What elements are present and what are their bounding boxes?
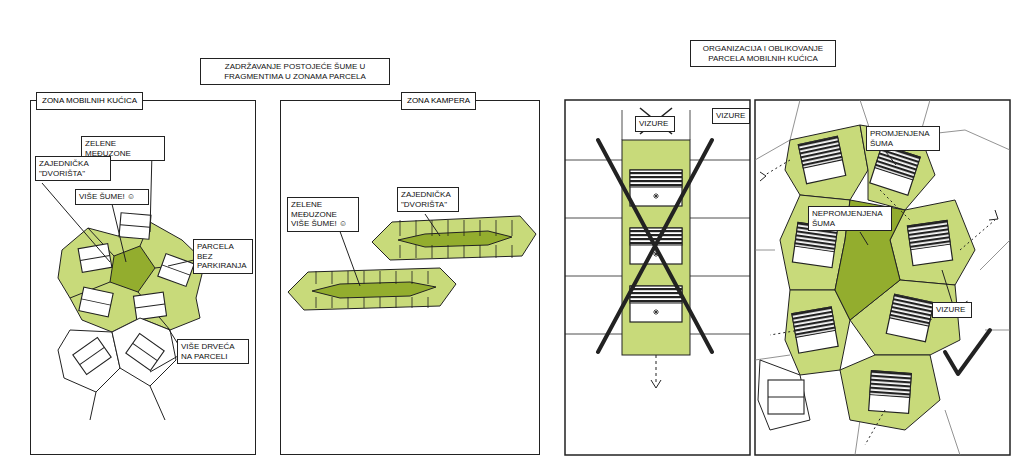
callout-box: ZAJEDNIČKA "DVORIŠTA": [397, 187, 459, 212]
parcel-dividers: [316, 220, 512, 308]
leader-line: [42, 152, 194, 372]
callout-text: ZAJEDNIČKA "DVORIŠTA": [39, 159, 107, 178]
callout-box: VIZURE: [635, 116, 675, 132]
zone-tab: ZONA MOBILNIH KUĆICA: [36, 92, 143, 110]
callout-text: ZAJEDNIČKA "DVORIŠTA": [401, 190, 455, 209]
callout-text: VIŠE DRVEĆA NA PARCELI: [181, 342, 245, 361]
zone-panel: ZELENE MEĐUZONEZAJEDNIČKA "DVORIŠTA"VIŠE…: [30, 100, 256, 455]
callout-text: ZELENE MEĐUZONE VIŠE ŠUME! ☺: [291, 200, 355, 229]
callout-box: ZAJEDNIČKA "DVORIŠTA": [35, 156, 111, 181]
panel-frame: [565, 100, 750, 455]
linear-layout: [565, 108, 750, 388]
callout-text: VIZURE: [716, 111, 746, 121]
callout-text: NEPROMJENJENA ŠUMA: [812, 209, 888, 228]
callout-text: PARCELA BEZ PARKIRANJA: [197, 242, 249, 271]
panel-frame: [755, 100, 1010, 455]
callout-box: VIZURE: [712, 108, 750, 124]
approve-check: [945, 330, 990, 374]
callout-box: VIŠE DRVEĆA NA PARCELI: [177, 339, 249, 364]
callout-text: VIZURE: [639, 119, 671, 129]
callout-box: VIŠE ŠUME! ☺: [75, 189, 149, 205]
callout-box: PARCELA BEZ PARKIRANJA: [193, 239, 253, 274]
clustered-layout: [755, 100, 1010, 455]
callout-box: NEPROMJENJENA ŠUMA: [808, 206, 892, 231]
header-text: ORGANIZACIJA I OBLIKOVANJE PARCELA MOBIL…: [696, 44, 830, 63]
header-text: ZADRŽAVANJE POSTOJEĆE ŠUME U FRAGMENTIMA…: [206, 62, 384, 81]
zone-tab: ZONA KAMPERA: [401, 92, 476, 110]
callout-text: PROMJENJENA ŠUMA: [870, 129, 936, 148]
callout-box: ZELENE MEĐUZONE VIŠE ŠUME! ☺: [287, 197, 359, 232]
callout-text: VIZURE: [936, 305, 968, 315]
reject-cross: [598, 140, 712, 352]
callout-box: VIZURE: [932, 302, 972, 318]
header-box: ORGANIZACIJA I OBLIKOVANJE PARCELA MOBIL…: [690, 40, 836, 67]
callout-text: VIŠE ŠUME! ☺: [79, 192, 145, 202]
callout-box: PROMJENJENA ŠUMA: [866, 126, 940, 151]
header-box: ZADRŽAVANJE POSTOJEĆE ŠUME U FRAGMENTIMA…: [200, 58, 390, 85]
zone-panel: ZELENE MEĐUZONE VIŠE ŠUME! ☺ ZAJEDNIČKA "…: [280, 100, 540, 455]
mobile-home-cluster: [58, 213, 205, 420]
